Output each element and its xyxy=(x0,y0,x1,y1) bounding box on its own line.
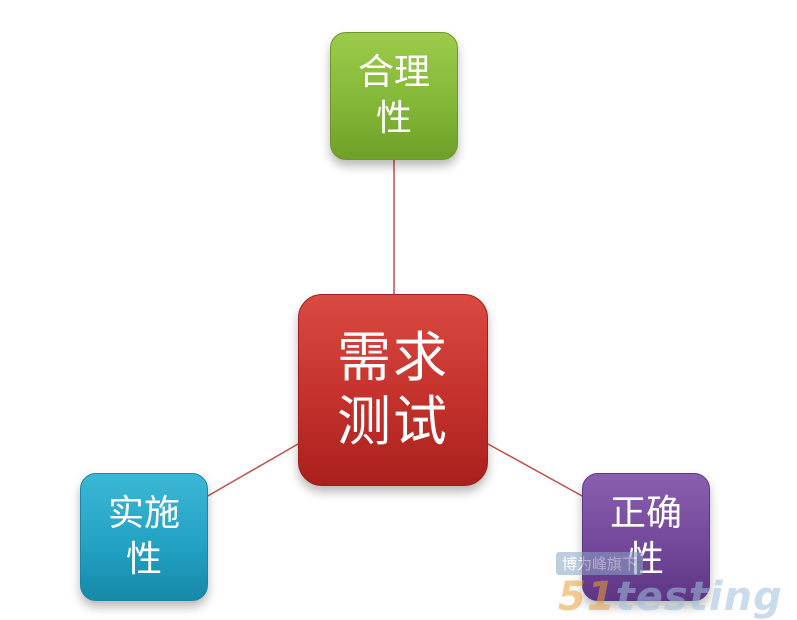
node-correctness: 正确 性 xyxy=(582,473,710,601)
center-node-label: 需求 测试 xyxy=(337,326,449,453)
node-rationality: 合理 性 xyxy=(330,32,458,160)
node-feasibility: 实施 性 xyxy=(80,473,208,601)
center-node-requirement-testing: 需求 测试 xyxy=(298,294,488,486)
connector-right xyxy=(487,443,585,498)
node-feasibility-label: 实施 性 xyxy=(107,493,180,580)
node-correctness-label: 正确 性 xyxy=(609,493,682,580)
node-rationality-label: 合理 性 xyxy=(357,52,430,139)
connector-left xyxy=(205,443,299,498)
